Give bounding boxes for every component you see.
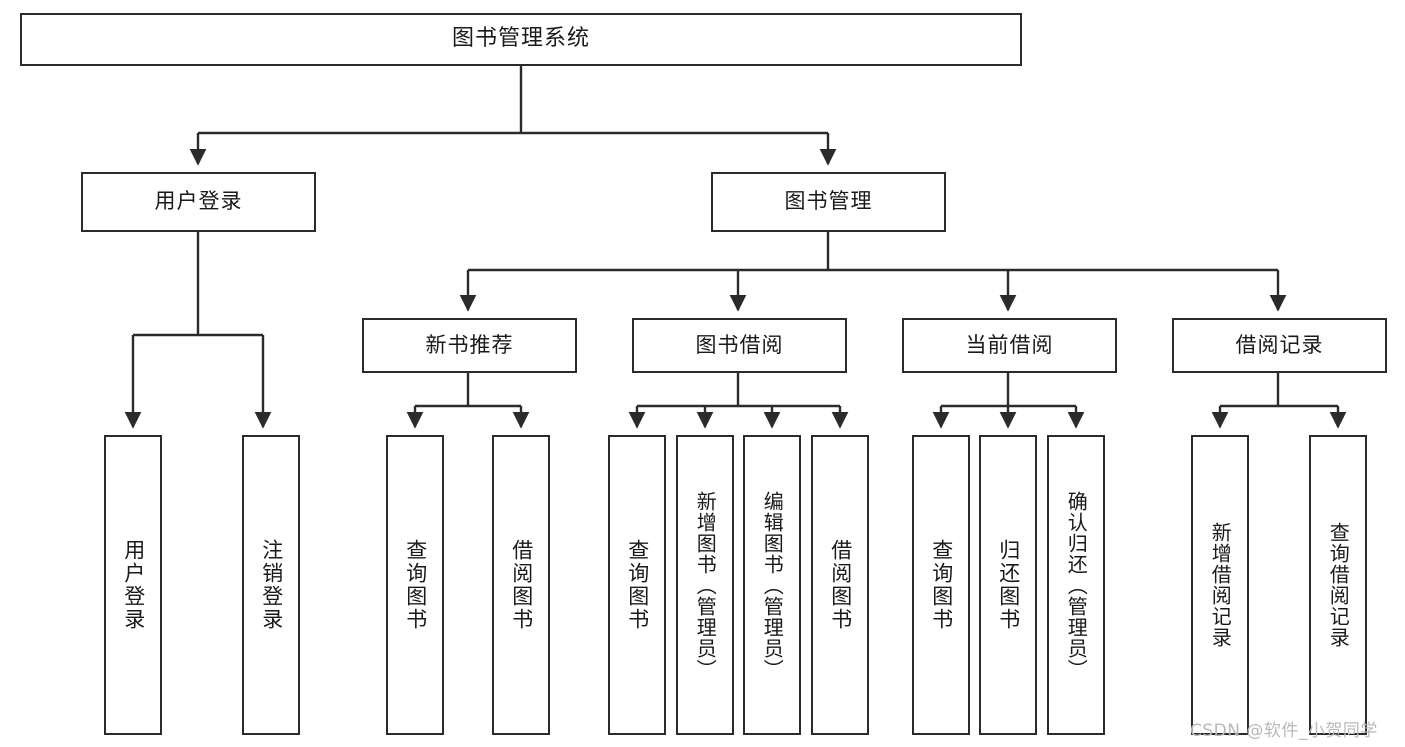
node-label: 归还图书 bbox=[996, 539, 1021, 631]
node-label: 查询图书 bbox=[403, 539, 428, 631]
node-label: 注销登录 bbox=[259, 539, 284, 631]
node-label: 借阅记录 bbox=[1235, 332, 1324, 357]
leaf-book-borrow-query[interactable]: 查询图书 bbox=[608, 435, 666, 735]
node-label: 借阅图书 bbox=[509, 539, 534, 631]
node-root-book-management-system[interactable]: 图书管理系统 bbox=[20, 13, 1022, 66]
leaf-book-borrow-edit[interactable]: 编辑图书（管理员） bbox=[743, 435, 801, 735]
leaf-current-borrow-query[interactable]: 查询图书 bbox=[912, 435, 970, 735]
leaf-current-borrow-return[interactable]: 归还图书 bbox=[979, 435, 1037, 735]
node-label: 新增借阅记录 bbox=[1208, 522, 1233, 648]
node-label: 新书推荐 bbox=[425, 332, 514, 357]
leaf-new-book-query[interactable]: 查询图书 bbox=[386, 435, 444, 735]
leaf-user-login-logout[interactable]: 注销登录 bbox=[242, 435, 300, 735]
leaf-borrow-record-add[interactable]: 新增借阅记录 bbox=[1191, 435, 1249, 735]
node-book-borrow[interactable]: 图书借阅 bbox=[632, 318, 847, 373]
node-label: 新增图书（管理员） bbox=[693, 490, 718, 680]
node-label: 编辑图书（管理员） bbox=[760, 490, 785, 680]
leaf-book-borrow-add[interactable]: 新增图书（管理员） bbox=[676, 435, 734, 735]
node-new-book-recommend[interactable]: 新书推荐 bbox=[362, 318, 577, 373]
leaf-book-borrow-borrow[interactable]: 借阅图书 bbox=[811, 435, 869, 735]
leaf-borrow-record-query[interactable]: 查询借阅记录 bbox=[1309, 435, 1367, 735]
leaf-new-book-borrow[interactable]: 借阅图书 bbox=[492, 435, 550, 735]
node-label: 确认归还（管理员） bbox=[1064, 490, 1089, 680]
node-label: 借阅图书 bbox=[828, 539, 853, 631]
csdn-watermark: CSDN @软件_小贺同学 bbox=[1190, 721, 1378, 741]
node-label: 图书管理 bbox=[784, 189, 873, 214]
node-label: 用户登录 bbox=[154, 189, 243, 214]
node-book-management[interactable]: 图书管理 bbox=[711, 172, 946, 232]
node-user-login[interactable]: 用户登录 bbox=[81, 172, 316, 232]
node-borrow-record[interactable]: 借阅记录 bbox=[1172, 318, 1387, 373]
node-label: 查询图书 bbox=[625, 539, 650, 631]
node-label: 查询借阅记录 bbox=[1326, 522, 1351, 648]
leaf-current-borrow-confirm-return[interactable]: 确认归还（管理员） bbox=[1047, 435, 1105, 735]
leaf-user-login-login[interactable]: 用户登录 bbox=[104, 435, 162, 735]
node-label: 图书管理系统 bbox=[451, 26, 590, 52]
node-label: 当前借阅 bbox=[965, 332, 1054, 357]
node-label: 图书借阅 bbox=[695, 332, 784, 357]
node-label: 查询图书 bbox=[929, 539, 954, 631]
node-label: 用户登录 bbox=[121, 539, 146, 631]
node-current-borrow[interactable]: 当前借阅 bbox=[902, 318, 1117, 373]
